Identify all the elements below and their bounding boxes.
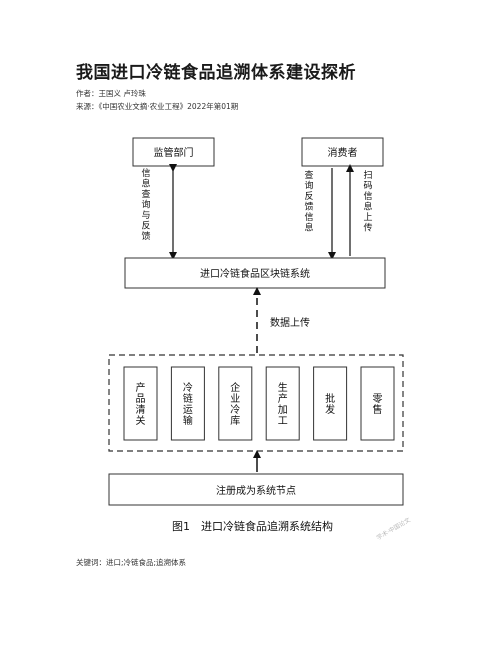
consumer-scan-label: 扫码信息上传 <box>363 169 372 234</box>
article-keywords: 关键词：进口;冷链食品;追溯体系 <box>76 558 187 567</box>
supply-chain-stages: 产品清关 冷链运输 企业冷库 生产加工 批发 零售 <box>123 366 395 441</box>
stage-label-1: 产品清关 <box>136 381 146 427</box>
stage-box-1 <box>123 366 158 441</box>
blockchain-label: 进口冷链食品区块链系统 <box>200 267 310 280</box>
article-title: 我国进口冷链食品追溯体系建设探析 <box>76 63 356 83</box>
blockchain-box <box>124 257 386 289</box>
figure-caption: 图1 进口冷链食品追溯系统结构 <box>172 519 333 533</box>
consumer-box <box>301 137 384 167</box>
stage-box-4 <box>265 366 300 441</box>
regulator-label: 监管部门 <box>154 146 194 159</box>
stage-box-2 <box>170 366 205 441</box>
stage-label-5: 批发 <box>325 392 335 416</box>
stage-label-2: 冷链运输 <box>183 381 193 427</box>
regulator-edge-label: 信息查询与反馈 <box>141 167 150 242</box>
supply-chain-container <box>108 354 404 452</box>
stage-label-3: 企业冷库 <box>230 381 240 427</box>
article-authors: 作者：王国义 卢玲珠 <box>76 89 146 98</box>
stage-label-4: 生产加工 <box>278 381 288 427</box>
stage-box-5 <box>313 366 348 441</box>
article-source: 来源：《中国农业文摘·农业工程》2022年第01期 <box>76 102 239 111</box>
consumer-query-label: 查询反馈信息 <box>304 169 313 234</box>
regulator-box <box>132 137 215 167</box>
consumer-label: 消费者 <box>328 146 358 159</box>
traceability-diagram: 监管部门 消费者 信息查询与反馈 查询反馈信息 扫码信息上传 进口冷链食品区块链… <box>108 137 412 542</box>
stage-label-6: 零售 <box>373 393 383 416</box>
upload-label: 数据上传 <box>270 316 310 329</box>
stage-box-3 <box>218 366 253 441</box>
stage-box-6 <box>360 366 395 441</box>
register-label: 注册成为系统节点 <box>216 484 296 497</box>
register-box <box>108 473 404 506</box>
watermark: 学术·中国论文 <box>375 516 412 542</box>
